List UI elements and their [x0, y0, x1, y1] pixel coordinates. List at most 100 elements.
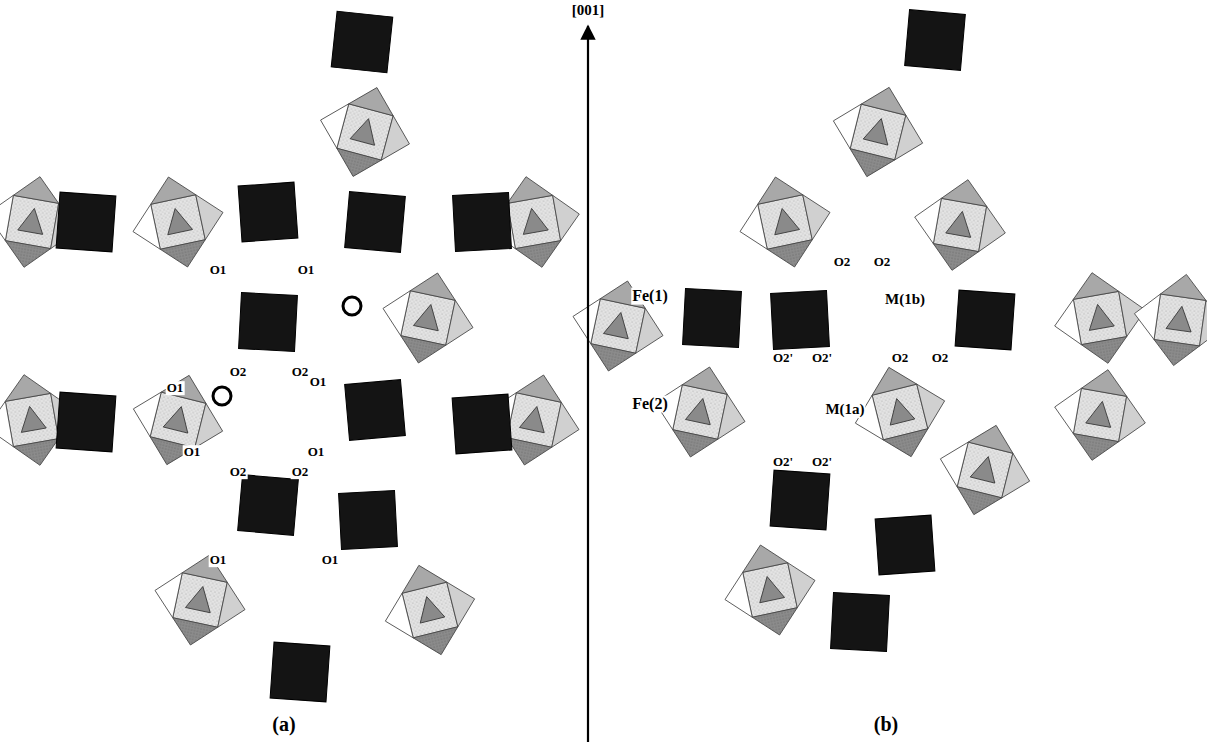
tetrahedron: [867, 362, 917, 395]
octahedron-dark: [955, 290, 1015, 350]
tetrahedron: [803, 190, 835, 240]
site-label: O2: [873, 255, 892, 269]
polyhedron-cluster: [122, 364, 234, 476]
tetrahedron: [568, 294, 600, 344]
tetrahedron: [13, 439, 62, 470]
tetrahedron-face: [413, 302, 443, 331]
tetrahedron-face: [163, 404, 193, 434]
tetrahedron-face: [519, 206, 548, 234]
tetrahedron: [218, 582, 250, 632]
tetrahedron: [1081, 337, 1130, 368]
tetrahedron-face: [1085, 302, 1114, 330]
tetrahedron: [952, 487, 1002, 520]
polyhedron-cluster: [907, 172, 1014, 279]
polyhedron-cluster: [309, 76, 422, 189]
tetrahedron: [1081, 366, 1130, 397]
site-label: O2: [891, 351, 910, 365]
direction-arrow: [587, 26, 589, 742]
site-marker: [343, 297, 361, 315]
tetrahedron: [720, 572, 752, 622]
tetrahedron-face: [1086, 399, 1115, 427]
site-label: O1: [309, 375, 328, 389]
tetrahedron-face: [603, 310, 633, 339]
octahedron-dark: [905, 10, 966, 71]
tetrahedron: [503, 173, 552, 204]
polyhedron-cluster: [374, 554, 486, 666]
polyhedron-cluster: [1128, 268, 1207, 372]
octahedron-dark: [339, 491, 398, 550]
site-label: O2: [291, 365, 310, 379]
octahedron: [1073, 291, 1126, 344]
site-label: O2: [931, 351, 950, 365]
site-label: O1: [321, 553, 340, 567]
tetrahedron: [895, 115, 928, 165]
tetrahedron: [1, 241, 50, 272]
tetrahedron: [515, 241, 564, 272]
tetrahedron: [828, 99, 861, 149]
site-marker: [213, 387, 231, 405]
tetrahedron: [553, 191, 584, 240]
tetrahedron: [410, 268, 460, 300]
polyhedron-cluster: [715, 535, 824, 644]
tetrahedron: [446, 300, 478, 350]
octahedron: [933, 198, 986, 251]
polyhedron-cluster: [929, 414, 1041, 526]
octahedron-dark: [238, 182, 298, 242]
tetrahedron: [979, 206, 1010, 255]
tetrahedron: [516, 370, 566, 402]
octahedron-dark: [239, 293, 298, 352]
tetrahedron: [968, 420, 1018, 453]
tetrahedron: [941, 176, 990, 207]
tetrahedron: [128, 204, 160, 254]
tetrahedron-face: [755, 574, 785, 603]
tetrahedron-face: [18, 206, 47, 234]
tetrahedron: [552, 402, 584, 452]
tetrahedron: [315, 98, 349, 148]
tetrahedron: [196, 190, 228, 240]
octahedron: [1154, 294, 1206, 346]
tetrahedron: [161, 370, 211, 403]
tetrahedron: [1002, 453, 1035, 503]
tetrahedron: [0, 191, 13, 240]
tetrahedron: [396, 336, 446, 368]
polyhedron-cluster: [145, 545, 254, 654]
tetrahedron: [0, 401, 13, 450]
tetrahedron: [718, 394, 750, 444]
tetrahedron: [917, 379, 950, 429]
tetrahedron: [735, 204, 767, 254]
tetrahedron: [845, 149, 895, 182]
octahedron-dark: [875, 515, 935, 575]
tetrahedron-face: [946, 209, 975, 237]
site-label: O2': [811, 455, 833, 469]
octahedron: [507, 195, 560, 248]
panel-label: (b): [873, 714, 899, 735]
tetrahedron: [331, 148, 381, 182]
tetrahedron: [586, 344, 636, 376]
tetrahedron-face: [863, 116, 893, 146]
axis-label: [001]: [571, 3, 606, 19]
octahedron-dark: [831, 593, 890, 652]
tetrahedron: [929, 244, 978, 275]
tetrahedron: [128, 387, 161, 437]
octahedron-dark: [452, 394, 512, 454]
tetrahedron-face: [1166, 305, 1194, 332]
tetrahedron: [1200, 300, 1207, 349]
site-label: O1: [183, 445, 202, 459]
tetrahedron-face: [970, 454, 1000, 484]
tetrahedron: [349, 82, 399, 116]
tetrahedron: [1131, 291, 1160, 340]
tetrahedron: [168, 618, 218, 650]
octahedron-dark: [345, 380, 406, 441]
tetrahedron: [1069, 434, 1118, 465]
site-label: O2: [291, 465, 310, 479]
tetrahedron-face: [17, 404, 46, 432]
site-label: Fe(2): [631, 396, 669, 413]
tetrahedron: [883, 429, 933, 462]
tetrahedron: [447, 577, 480, 627]
tetrahedron-face: [884, 396, 914, 426]
tetrahedron: [861, 82, 911, 115]
tetrahedron: [1119, 396, 1150, 445]
tetrahedron: [146, 172, 196, 204]
site-label: O2': [772, 351, 794, 365]
